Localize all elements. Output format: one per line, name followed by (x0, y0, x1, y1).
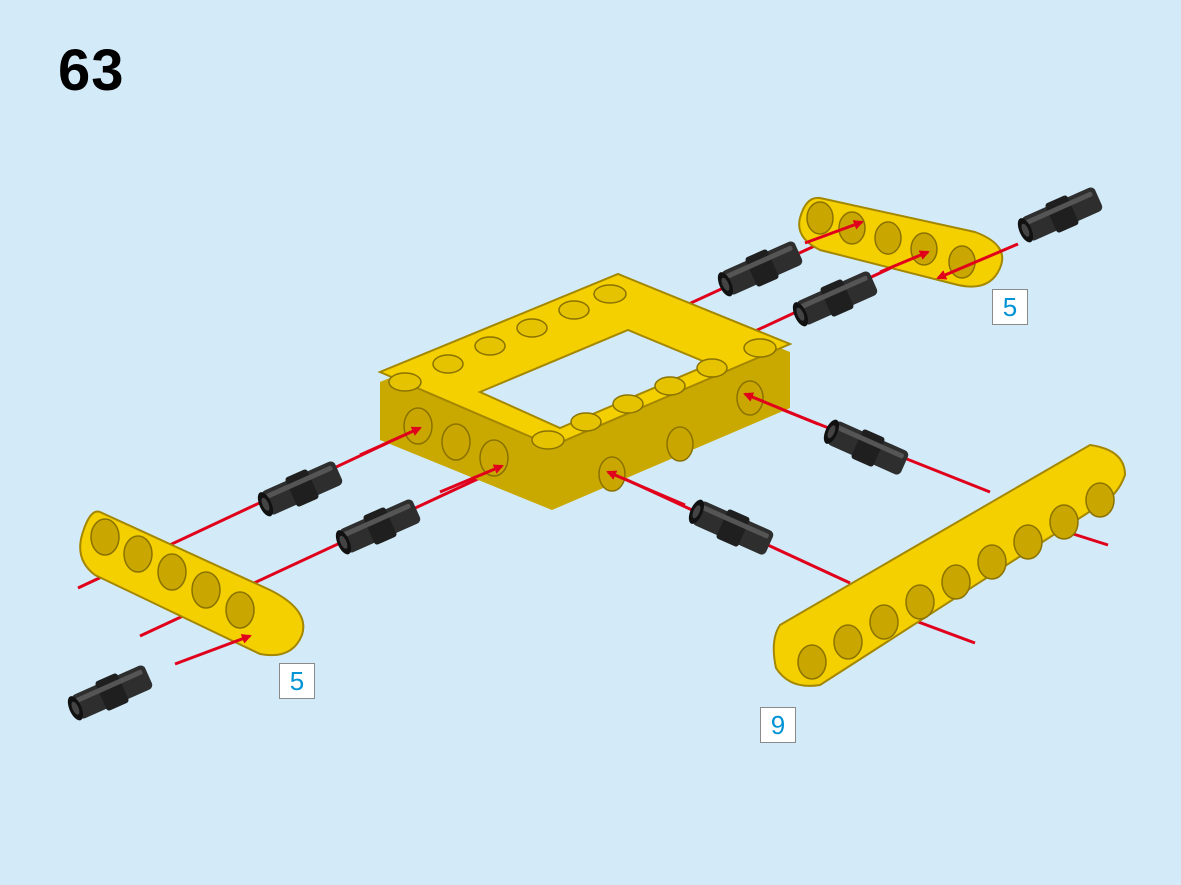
beam-count-label: 5 (279, 663, 315, 699)
beam-count-label: 5 (992, 289, 1028, 325)
step-number: 63 (58, 38, 125, 103)
open-frame (377, 272, 793, 510)
beam-9-bottom-right (772, 443, 1127, 687)
insertion-arrows (174, 220, 1019, 666)
beam-count-label: 9 (760, 707, 796, 743)
beam-5-top-right (798, 196, 1004, 288)
beam-5-left (79, 510, 305, 657)
